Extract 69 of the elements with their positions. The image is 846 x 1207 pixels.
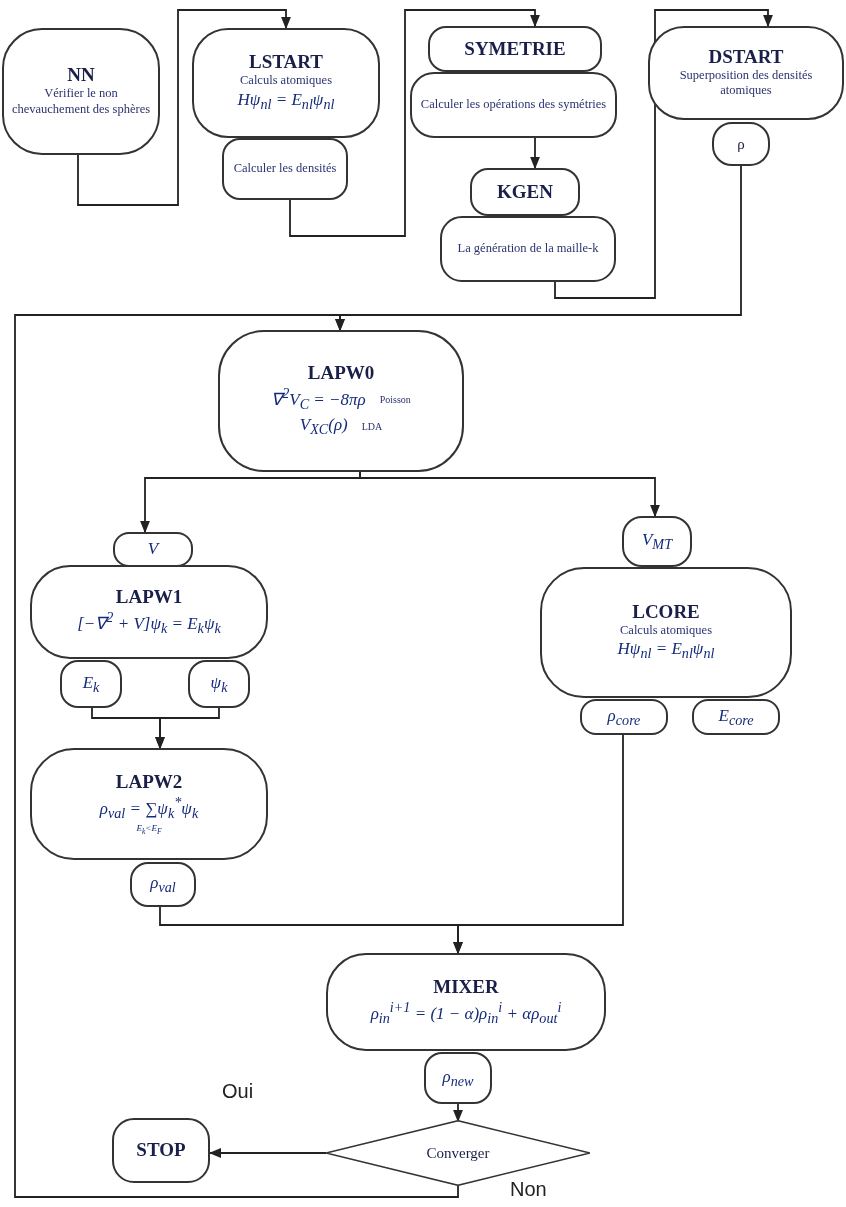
process-box (428, 26, 602, 72)
process-box (440, 216, 616, 282)
formula-text: ∇$^{2}$V$_{C}$ = −8πρ (271, 384, 366, 414)
description-text: Calculer les densités (233, 161, 337, 177)
output-box (712, 122, 770, 166)
formula-text: [−∇$^{2}$ + V]ψ$_{k}$ = E$_{k}$ψ$_{k}$ (77, 607, 221, 638)
description-text: Calculer les opérations des symétries (420, 97, 607, 113)
description-text: Calculs atomiques (620, 622, 712, 639)
box-title: LAPW2 (115, 772, 183, 794)
formula-text: Hψ$_{nl}$ = E$_{nl}$ψ$_{nl}$ (237, 88, 335, 114)
method-label: Poisson (379, 393, 411, 405)
process-box (410, 72, 617, 138)
connector-arrow (452, 1103, 464, 1123)
output-box (113, 532, 193, 567)
output-box (692, 699, 780, 735)
formula-text: Hψ$_{nl}$ = E$_{nl}$ψ$_{nl}$ (617, 638, 715, 664)
process-box (218, 330, 464, 472)
box-title: STOP (136, 1140, 186, 1161)
connector-arrow (452, 734, 624, 955)
formula-text: V$_{XC}$(ρ) (299, 413, 348, 439)
output-box (188, 660, 250, 708)
process-box (648, 26, 844, 120)
box-title: SYMETRIE (464, 38, 566, 60)
box-title: LCORE (632, 601, 700, 623)
connector-arrow (359, 471, 661, 518)
connector-arrow (14, 314, 459, 1198)
box-title: NN (67, 65, 95, 87)
connector-arrow (208, 1147, 327, 1159)
formula-text: E$_{k}$ (82, 671, 100, 697)
description-text: Superposition des densités atomiques (678, 67, 814, 100)
formula-text: V$_{MT}$ (641, 529, 673, 554)
process-box (2, 28, 160, 155)
method-label: LDA (361, 420, 383, 432)
symbol-text: Converger (426, 1144, 490, 1162)
process-box (540, 567, 792, 698)
formula-text: ρ$_{new}$ (442, 1065, 474, 1091)
box-title: LAPW1 (115, 586, 183, 608)
connector-arrow (529, 137, 541, 170)
process-box (192, 28, 380, 138)
formula-text: ρ$_{val}$ (150, 872, 176, 897)
box-title: LAPW0 (307, 363, 375, 385)
description-text: La génération de la maille-k (457, 241, 599, 257)
description-text: Calculs atomiques (240, 73, 332, 89)
box-title: MIXER (433, 976, 499, 998)
process-box (30, 748, 268, 860)
process-box (222, 138, 348, 200)
formula-text: V (147, 538, 159, 561)
box-title: LSTART (249, 52, 323, 74)
output-box (424, 1052, 492, 1104)
connector-arrow (154, 707, 220, 750)
process-box (470, 168, 580, 216)
formula-text: E$_{core}$ (718, 704, 754, 730)
connector-arrow (289, 9, 541, 237)
output-box (622, 516, 692, 567)
box-title: DSTART (708, 46, 784, 68)
connector-arrow (77, 9, 292, 206)
formula-text: ψ$_{k}$ (210, 671, 228, 697)
output-box (580, 699, 668, 735)
formula-text: ρ$_{val}$ = ∑ψ$_{k}$$^{*}$ψ$_{k}$ (99, 793, 199, 823)
process-box (30, 565, 268, 659)
process-box (326, 953, 606, 1051)
formula-subscript: E$_{k}$<E$_{F}$ (136, 822, 162, 836)
process-box (112, 1118, 210, 1183)
symbol-text: ρ (737, 135, 745, 153)
output-box (60, 660, 122, 708)
box-title: KGEN (497, 181, 553, 203)
description-text: Vérifier le non chevauchement des sphères (10, 86, 152, 118)
formula-text: ρ$_{core}$ (607, 704, 641, 730)
output-box (130, 862, 196, 907)
